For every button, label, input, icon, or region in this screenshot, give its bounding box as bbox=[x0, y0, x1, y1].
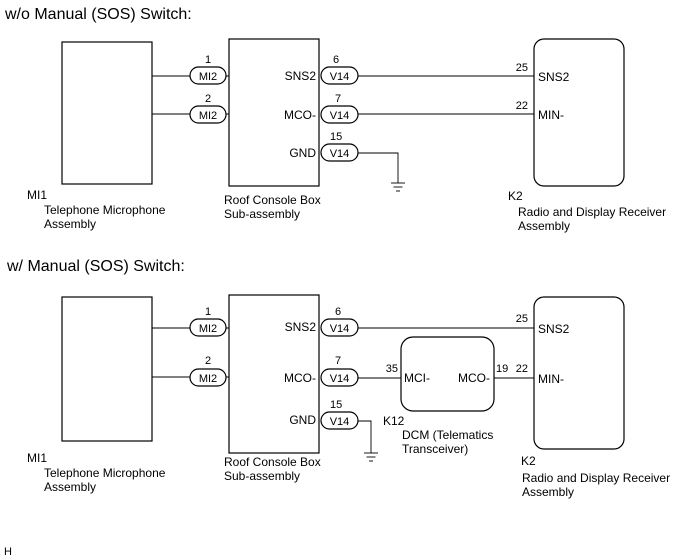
pin-number: 15 bbox=[330, 131, 342, 143]
connector-v14 bbox=[320, 368, 359, 387]
pin-number: 15 bbox=[330, 399, 342, 411]
terminal-mco: MCO- bbox=[458, 371, 490, 385]
ground-icon bbox=[364, 452, 378, 462]
pin-number: 25 bbox=[516, 62, 528, 74]
terminal-mco: MCO- bbox=[284, 108, 316, 122]
terminal-gnd: GND bbox=[289, 146, 316, 160]
terminal-mci: MCI- bbox=[404, 371, 430, 385]
footer-code: H bbox=[4, 546, 12, 558]
pin-number: 2 bbox=[205, 93, 211, 105]
roof-console-box bbox=[228, 38, 320, 187]
component-name: Telephone Microphone bbox=[44, 466, 166, 480]
diagram-title: w/o Manual (SOS) Switch: bbox=[4, 6, 192, 23]
connector-mi2 bbox=[189, 66, 227, 85]
roof-console-box bbox=[228, 294, 320, 454]
component-name: Assembly bbox=[522, 485, 574, 499]
connector-mi2 bbox=[189, 368, 227, 387]
pin-number: 22 bbox=[516, 363, 528, 375]
radio-receiver-box bbox=[533, 296, 625, 450]
telephone-microphone-box bbox=[61, 296, 153, 442]
component-code: K2 bbox=[508, 189, 523, 203]
component-name: Assembly bbox=[44, 217, 96, 231]
component-name: Radio and Display Receiver bbox=[518, 205, 666, 219]
component-name: Roof Console Box bbox=[224, 455, 321, 469]
pin-number: 22 bbox=[516, 100, 528, 112]
component-name: Transceiver) bbox=[402, 442, 468, 456]
terminal-sns2: SNS2 bbox=[285, 69, 317, 83]
diagram-without-sos-switch: w/o Manual (SOS) Switch: MI2 1 MI2 2 SNS… bbox=[4, 6, 666, 233]
pin-number: 7 bbox=[335, 93, 341, 105]
pin-number: 2 bbox=[205, 355, 211, 367]
pin-number: 19 bbox=[496, 363, 508, 375]
connector-v14 bbox=[320, 411, 359, 430]
wire-ground bbox=[358, 420, 372, 453]
component-code: K2 bbox=[521, 454, 536, 468]
diagram-title: w/ Manual (SOS) Switch: bbox=[6, 258, 185, 275]
connector-v14 bbox=[320, 105, 359, 124]
component-name: Assembly bbox=[518, 219, 570, 233]
terminal-sns2: SNS2 bbox=[285, 320, 317, 334]
connector-label: V14 bbox=[330, 323, 350, 335]
component-name: Assembly bbox=[44, 480, 96, 494]
dcm-box bbox=[400, 336, 495, 412]
terminal-mco: MCO- bbox=[284, 371, 316, 385]
terminal-sns2: SNS2 bbox=[538, 70, 570, 84]
component-code: MI1 bbox=[27, 188, 47, 202]
connector-label: MI2 bbox=[199, 110, 217, 122]
connector-label: V14 bbox=[330, 110, 350, 122]
component-code: MI1 bbox=[27, 451, 47, 465]
pin-number: 7 bbox=[335, 355, 341, 367]
connector-label: V14 bbox=[330, 71, 350, 83]
connector-label: MI2 bbox=[199, 71, 217, 83]
component-name: Sub-assembly bbox=[224, 207, 300, 221]
connector-label: V14 bbox=[330, 416, 350, 428]
telephone-microphone-box bbox=[61, 41, 153, 185]
ground-icon bbox=[391, 182, 405, 192]
connector-label: V14 bbox=[330, 373, 350, 385]
component-code: K12 bbox=[383, 414, 405, 428]
pin-number: 1 bbox=[205, 54, 211, 66]
terminal-sns2: SNS2 bbox=[538, 322, 570, 336]
pin-number: 1 bbox=[205, 306, 211, 318]
diagram-with-sos-switch: w/ Manual (SOS) Switch: MI2 1 MI2 2 SNS2… bbox=[6, 258, 670, 499]
connector-v14 bbox=[320, 66, 359, 85]
pin-number: 25 bbox=[516, 313, 528, 325]
terminal-gnd: GND bbox=[289, 413, 316, 427]
radio-receiver-box bbox=[533, 38, 625, 187]
connector-label: V14 bbox=[330, 148, 350, 160]
wire-ground bbox=[358, 152, 399, 183]
component-name: Sub-assembly bbox=[224, 469, 300, 483]
connector-mi2 bbox=[189, 318, 227, 337]
terminal-min: MIN- bbox=[538, 108, 564, 122]
connector-label: MI2 bbox=[199, 373, 217, 385]
component-name: DCM (Telematics bbox=[402, 428, 493, 442]
connector-v14 bbox=[320, 318, 359, 337]
connector-label: MI2 bbox=[199, 323, 217, 335]
pin-number: 6 bbox=[335, 306, 341, 318]
pin-number: 6 bbox=[333, 54, 339, 66]
terminal-min: MIN- bbox=[538, 372, 564, 386]
component-name: Roof Console Box bbox=[224, 193, 321, 207]
component-name: Telephone Microphone bbox=[44, 203, 166, 217]
component-name: Radio and Display Receiver bbox=[522, 471, 670, 485]
connector-v14 bbox=[320, 143, 359, 162]
connector-mi2 bbox=[189, 105, 227, 124]
pin-number: 35 bbox=[386, 363, 398, 375]
